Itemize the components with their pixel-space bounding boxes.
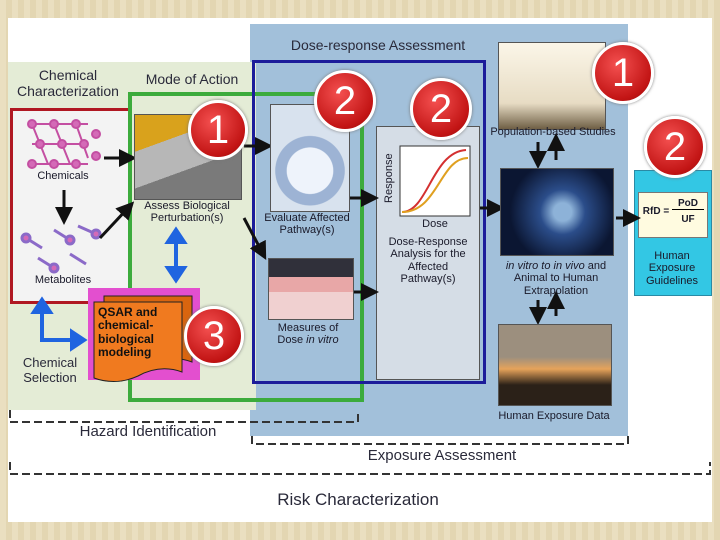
dose-response-analysis-label: Dose-Response Analysis for the Affected …	[388, 236, 468, 285]
pod-label: PoD	[672, 198, 704, 211]
risk-bracket	[9, 462, 711, 475]
measures-of-dose-label: Measures of Dose in vitro	[258, 322, 358, 347]
assess-biological-label: Assess Biological Perturbation(s)	[144, 200, 230, 225]
arrow-metab-to-assess	[98, 201, 135, 240]
chemical-characterization-title: Chemical Characterization	[17, 67, 119, 99]
risk-characterization-title: Risk Characterization	[277, 490, 439, 509]
mode-of-action-title: Mode of Action	[145, 71, 239, 87]
mode-of-action-panel	[128, 92, 364, 402]
hazard-identification-title: Hazard Identification	[79, 423, 217, 440]
human-exposure-data-label: Human Exposure Data	[498, 410, 610, 422]
evaluate-pathways-label: Evaluate Affected Pathway(s)	[264, 212, 350, 237]
badge-1-population: 1	[592, 42, 654, 104]
extrap-invivo: in vivo	[553, 260, 585, 272]
rfd-label: RfD =	[642, 206, 670, 217]
chemical-selection-label: Chemical Selection	[22, 355, 78, 385]
uf-label: UF	[681, 214, 695, 225]
badge-2-pathways: 2	[314, 70, 376, 132]
population-studies-label: Population-based Studies	[490, 126, 616, 138]
qsar-label: QSAR and chemical-biological modeling	[98, 305, 158, 360]
measures-dose-text: Dose	[277, 334, 304, 347]
extrap-invitro: in vitro	[505, 260, 539, 272]
chemicals-icon	[27, 119, 101, 169]
exposure-bracket	[251, 436, 629, 445]
smokestack-photo	[498, 324, 612, 406]
arrow-assess-to-measures	[242, 217, 267, 260]
badge-2-guidelines: 2	[644, 116, 706, 178]
metabolites-icon	[20, 224, 102, 274]
dose-response-title: Dose-response Assessment	[290, 37, 466, 53]
measures-invitro-text: in vitro	[306, 334, 339, 347]
response-axis-label: Response	[382, 153, 395, 203]
chemical-selection-arrow	[30, 296, 88, 352]
blue-double-arrow	[164, 226, 188, 284]
hazard-bracket	[9, 410, 359, 423]
neural-network-image	[500, 168, 614, 256]
exposure-assessment-title: Exposure Assessment	[367, 447, 517, 464]
diagram-graphics	[9, 119, 711, 475]
extrap-rest: and Animal to Human Extrapolation	[513, 260, 607, 297]
dose-panel	[252, 60, 486, 384]
diagram-canvas: Chemical Characterization Mode of Action…	[8, 18, 712, 522]
dose-axis-label: Dose	[422, 218, 448, 230]
badge-2-dose: 2	[410, 78, 472, 140]
petri-dish-image	[268, 258, 354, 320]
guidelines-label: Human Exposure Guidelines	[646, 250, 698, 287]
dose-response-chart	[399, 145, 471, 217]
extrap-to: to	[541, 260, 551, 272]
measures-of-text: Measures of	[277, 322, 339, 334]
extrapolation-label: in vitro to in vivo and Animal to Human …	[496, 260, 616, 297]
population-photo	[498, 42, 606, 130]
chemicals-label: Chemicals	[37, 170, 89, 182]
metabolites-label: Metabolites	[34, 274, 92, 286]
badge-1-moa: 1	[188, 100, 248, 160]
badge-3-qsar: 3	[184, 306, 244, 366]
qsar-doc-front	[93, 301, 183, 382]
